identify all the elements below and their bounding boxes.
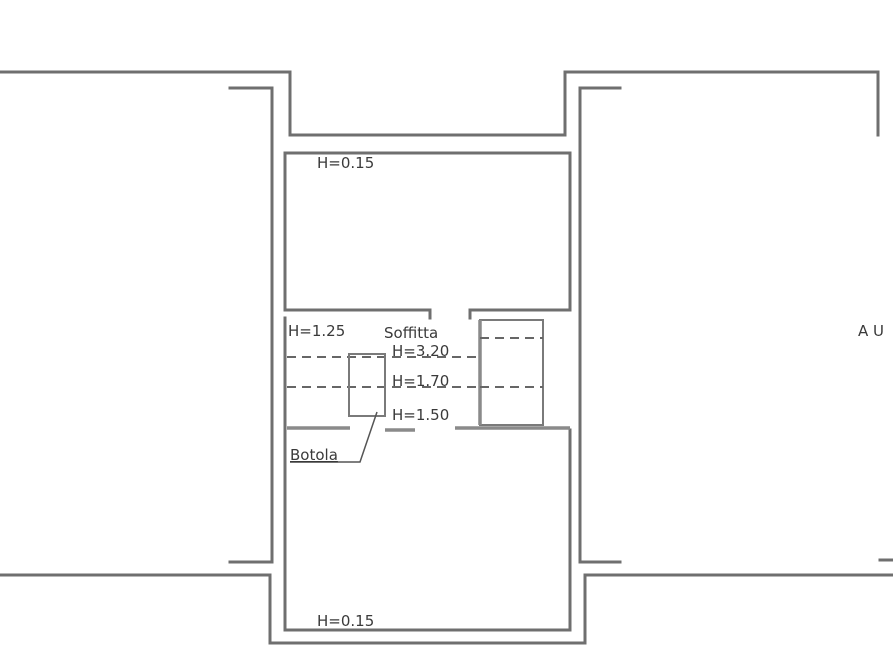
left-wing-inner-wall <box>228 86 274 564</box>
stair-box <box>479 319 544 426</box>
outer-walls <box>0 70 893 645</box>
height-top-label: H=0.15 <box>317 154 374 172</box>
h320-label: H=3.20 <box>392 342 449 360</box>
central-stairwell <box>283 151 572 632</box>
height-left-label: H=1.25 <box>288 322 345 340</box>
labels: H=0.15 H=1.25 Soffitta H=3.20 H=1.70 H=1… <box>288 154 884 630</box>
lower-room-wall <box>283 316 572 632</box>
height-bottom-label: H=0.15 <box>317 612 374 630</box>
left-wing-wall <box>0 70 880 137</box>
soffitta-label: Soffitta <box>384 324 438 342</box>
botola-label: Botola <box>290 446 338 464</box>
upper-room-bottom-left <box>283 308 432 320</box>
h150-label: H=1.50 <box>392 406 449 424</box>
upper-room-bottom-right <box>468 308 572 320</box>
left-lower-wall <box>0 573 893 645</box>
trapdoor-rect <box>348 353 386 417</box>
trapdoor-leader <box>290 411 378 463</box>
right-wing-inner-wall <box>578 86 622 564</box>
upper-room-wall <box>283 151 572 312</box>
right-room-label: A U <box>858 322 884 340</box>
h170-label: H=1.70 <box>392 372 449 390</box>
